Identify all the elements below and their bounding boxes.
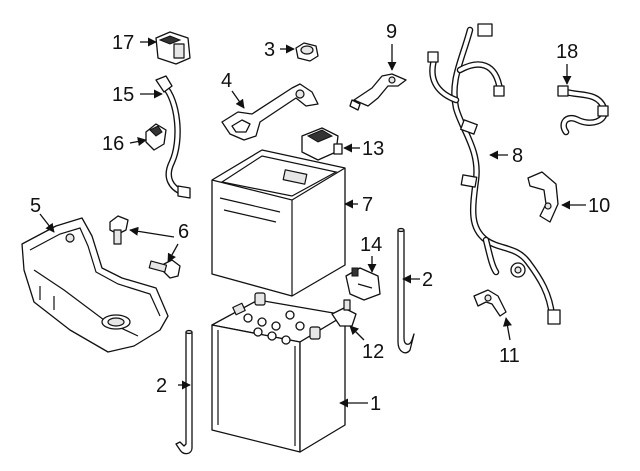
battery-cable: [557, 85, 609, 136]
callout-15-group: 15: [112, 84, 163, 106]
callout-7: 7: [362, 194, 373, 216]
harness-bracket: [527, 171, 559, 223]
callout-11-group: 11: [499, 317, 520, 367]
hold-down-rod-left: [175, 329, 193, 455]
battery-bracket: [221, 83, 319, 141]
callout-8: 8: [512, 145, 523, 167]
positive-terminal: [345, 267, 381, 301]
callout-13: 13: [362, 138, 384, 160]
callout-1: 1: [370, 393, 381, 415]
callout-17-group: 17: [112, 32, 157, 54]
callout-11: 11: [499, 345, 520, 367]
hold-down-rod-right: [397, 227, 415, 354]
battery-sensor: [301, 127, 343, 161]
bolt-upper: [109, 215, 129, 245]
callout-12-group: 12: [349, 325, 384, 363]
callout-3-group: 3: [264, 39, 295, 61]
callout-18: 18: [556, 41, 578, 63]
callout-7-group: 7: [344, 194, 373, 216]
callout-1-group: 1: [339, 393, 381, 415]
callout-14: 14: [360, 234, 382, 256]
terminal-nut: [295, 42, 319, 62]
cable-bracket: [349, 73, 407, 111]
callout-18-group: 18: [556, 41, 578, 85]
callout-2a-group: 2: [156, 375, 191, 397]
callout-16: 16: [102, 133, 124, 155]
callout-4: 4: [221, 70, 232, 92]
callout-4-group: 4: [221, 70, 245, 109]
cable-clamp: [145, 123, 167, 151]
callout-12: 12: [362, 341, 384, 363]
callout-2b: 2: [422, 269, 433, 291]
battery-tray: [21, 217, 169, 353]
fusible-link: [155, 31, 191, 65]
callout-9: 9: [386, 21, 397, 43]
callout-2b-group: 2: [402, 269, 433, 291]
bolt-lower: [148, 259, 181, 279]
battery-insulator: [211, 149, 346, 297]
callout-14-group: 14: [360, 234, 382, 273]
callout-6-group: 6: [129, 221, 189, 263]
callout-9-group: 9: [386, 21, 397, 71]
terminal-clamp: [331, 299, 357, 327]
callout-10-group: 10: [561, 195, 610, 217]
callout-17: 17: [112, 32, 134, 54]
ground-cable: [155, 75, 191, 199]
callout-16-group: 16: [102, 133, 147, 155]
wiring-harness: [427, 23, 561, 325]
callout-5-group: 5: [30, 195, 55, 233]
callout-2a: 2: [156, 375, 167, 397]
callout-15: 15: [112, 84, 134, 106]
callout-8-group: 8: [489, 145, 523, 167]
callout-10: 10: [588, 195, 610, 217]
harness-clip-bracket: [473, 289, 507, 317]
battery: [211, 292, 346, 453]
callout-5: 5: [30, 195, 41, 217]
callout-13-group: 13: [343, 138, 384, 160]
callout-3: 3: [264, 39, 275, 61]
callout-6: 6: [178, 221, 189, 243]
